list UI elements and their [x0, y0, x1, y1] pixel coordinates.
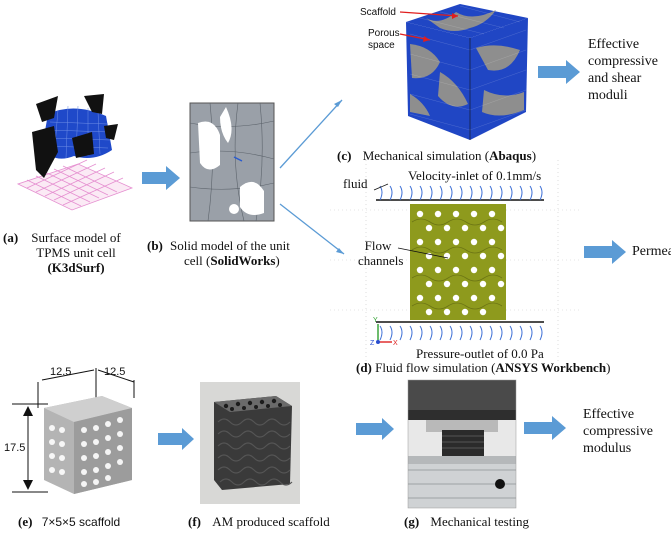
- axis-z-label: Z: [370, 340, 375, 347]
- velocity-inlet-label: Velocity-inlet of 0.1mm/s: [408, 168, 542, 183]
- am-scaffold-photo: [200, 382, 300, 504]
- panel-g-tag: (g): [404, 514, 420, 529]
- callout-porous-2: space: [368, 40, 395, 51]
- branch-lines: [279, 99, 345, 255]
- moduli-line3: and shear: [588, 71, 642, 86]
- panel-b-tool: SolidWorks: [210, 253, 276, 268]
- panel-f-tag: (f): [188, 514, 201, 529]
- modulus-line1: Effective: [583, 407, 635, 422]
- callout-porous-1: Porous: [368, 28, 400, 39]
- panel-e-caption: 7×5×5 scaffold: [41, 515, 121, 529]
- flow-simulation-image: [330, 160, 580, 362]
- moduli-line4: moduli: [588, 88, 628, 103]
- panel-c-tag: (c): [337, 148, 352, 163]
- tpms-surface-model-image: [16, 94, 134, 211]
- panel-b-tag: (b): [147, 238, 163, 253]
- arrow-e-to-f: [158, 428, 194, 450]
- axis-x-label: X: [393, 340, 398, 347]
- pressure-outlet-label: Pressure-outlet of 0.0 Pa: [416, 346, 544, 361]
- panel-d-caption: Fluid flow simulation: [375, 360, 488, 375]
- modulus-line3: modulus: [583, 441, 632, 456]
- callout-scaffold: Scaffold: [360, 7, 396, 18]
- arrow-a-to-b: [142, 166, 180, 190]
- panel-d-tool: ANSYS Workbench: [495, 360, 607, 375]
- panel-c-tool: Abaqus: [489, 148, 532, 163]
- panel-f-caption: AM produced scaffold: [212, 514, 330, 529]
- arrow-to-permeability: [584, 240, 626, 264]
- modulus-line2: compressive: [583, 424, 653, 439]
- panel-a-caption-line2: TPMS unit cell: [36, 245, 116, 260]
- mechanical-testing-photo: [407, 379, 517, 509]
- arrow-f-to-g: [356, 418, 394, 440]
- panel-d-tag: (d): [356, 360, 372, 375]
- permeability-label: Permeability: [632, 244, 671, 259]
- panel-a-tool: K3dSurf: [51, 260, 101, 275]
- panel-b-caption-line2: cell: [184, 253, 203, 268]
- panel-c-caption: Mechanical simulation: [362, 148, 482, 163]
- moduli-line2: compressive: [588, 54, 658, 69]
- panel-g-caption: Mechanical testing: [430, 514, 529, 529]
- dim-height: 17.5: [4, 442, 26, 454]
- panel-b-caption-line1: Solid model of the unit: [170, 238, 290, 253]
- flow-channels-line1: Flow: [364, 238, 392, 253]
- arrow-c-to-moduli: [538, 60, 580, 84]
- arrow-g-to-modulus: [524, 416, 566, 440]
- axis-y-label: Y: [373, 317, 378, 324]
- dim-depth: 12.5: [104, 366, 126, 378]
- panel-a-tag: (a): [3, 230, 19, 245]
- panel-e-tag: (e): [18, 514, 33, 529]
- fluid-label: fluid: [343, 176, 368, 191]
- callout-pointers: [399, 11, 459, 42]
- flow-channels-line2: channels: [358, 253, 404, 268]
- panel-a-caption-line1: Surface model of: [31, 230, 121, 245]
- solid-model-image: [189, 102, 275, 222]
- dim-width: 12.5: [50, 366, 72, 378]
- scaffold-cad-image: [12, 368, 135, 494]
- mechanical-simulation-cube: [406, 4, 528, 140]
- moduli-line1: Effective: [588, 37, 640, 52]
